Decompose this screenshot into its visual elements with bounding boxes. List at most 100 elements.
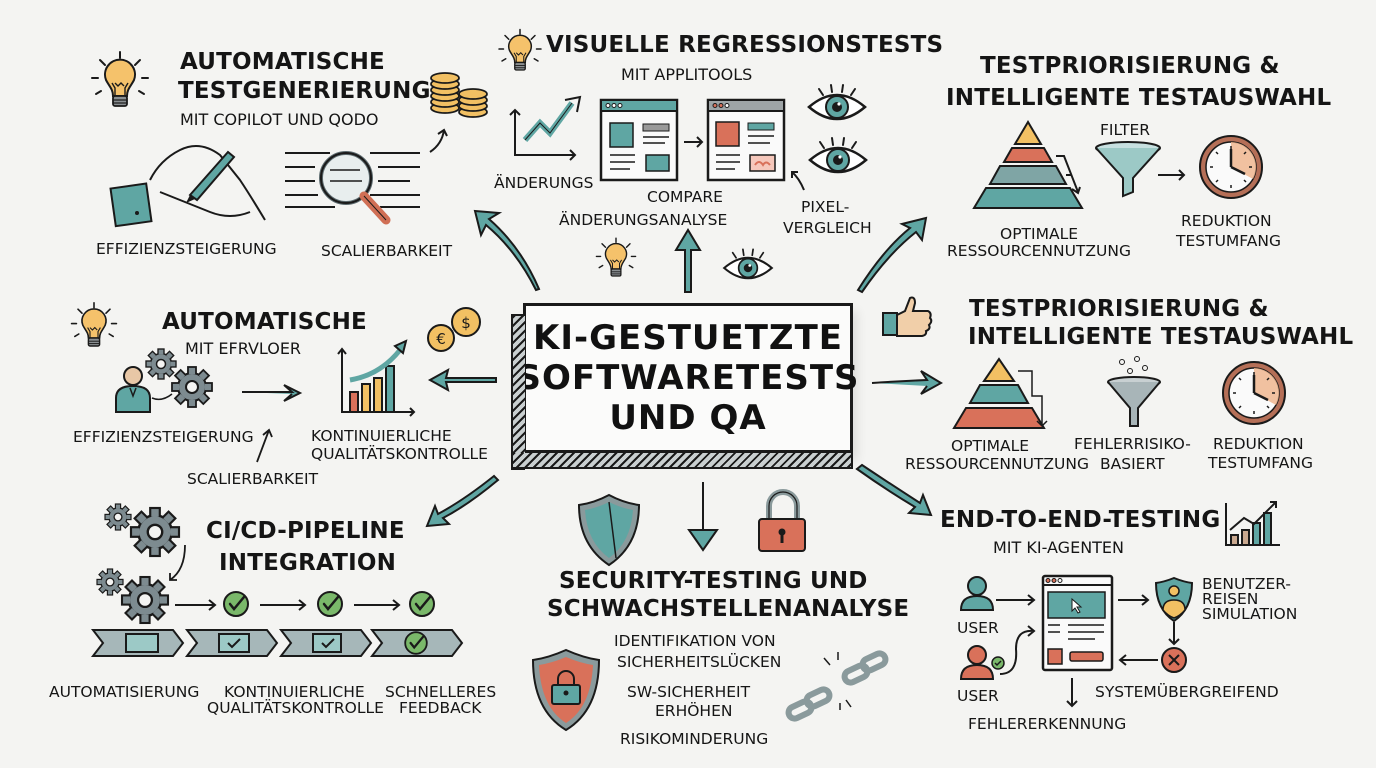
thumbs-up-icon bbox=[882, 296, 933, 337]
pipeline-arrow-icon bbox=[90, 629, 464, 657]
arrow-right-icon bbox=[996, 594, 1036, 606]
check-circle-icon bbox=[316, 590, 344, 618]
central-topic-box: KI-Gestuetzte Softwaretests und QA bbox=[511, 303, 859, 470]
funnel-icon bbox=[1107, 356, 1161, 427]
shield-user-icon bbox=[1154, 576, 1194, 623]
node-title-line: Schwachstellenanalyse bbox=[547, 596, 910, 622]
label-simulation: Simulation bbox=[1202, 605, 1298, 623]
label-error-risk: Fehlerrisiko- bbox=[1074, 435, 1191, 453]
label-security-gaps: Sicherheitslücken bbox=[617, 653, 782, 671]
node-subtitle: mit Copilot und Qodo bbox=[180, 110, 379, 129]
node-title-line: Testgenerierung bbox=[178, 78, 431, 104]
pyramid-icon bbox=[972, 120, 1084, 209]
node-title-line: Automatische bbox=[180, 49, 385, 75]
shield-lock-icon bbox=[531, 648, 601, 732]
arrow-right-icon bbox=[684, 136, 704, 148]
label-cross-system: Systemübergreifend bbox=[1095, 683, 1279, 701]
arrow-right-icon bbox=[242, 384, 303, 402]
lightbulb-icon bbox=[70, 302, 118, 347]
user-icon bbox=[115, 366, 151, 413]
central-topic-line: KI-Gestuetzte bbox=[532, 317, 844, 358]
node-title: End-to-End-Testing bbox=[940, 507, 1221, 533]
label-resources: Ressourcennutzung bbox=[905, 455, 1089, 473]
arrow-right-icon bbox=[871, 370, 944, 395]
node-title: Automatische bbox=[162, 309, 367, 335]
arrow-up-icon bbox=[429, 128, 448, 153]
label-journeys: reisen bbox=[1202, 590, 1259, 608]
user-icon bbox=[960, 576, 994, 611]
label-comparison: Vergleich bbox=[783, 219, 872, 237]
label-changes: Änderungs bbox=[494, 174, 594, 192]
gear-icon bbox=[129, 506, 181, 558]
label-scope: Testumfang bbox=[1208, 454, 1313, 472]
label-scalability: Scalierbarkeit bbox=[321, 242, 453, 260]
clock-icon bbox=[1198, 134, 1264, 200]
label-scope: Testumfang bbox=[1176, 232, 1281, 250]
label-increase: erhöhen bbox=[655, 702, 733, 720]
label-user: User bbox=[957, 687, 999, 705]
arrow-right-icon bbox=[1118, 594, 1150, 606]
browser-window-icon bbox=[1041, 574, 1114, 672]
label-resources: Ressourcennutzung bbox=[947, 242, 1131, 260]
arrow-to-testgen bbox=[473, 209, 541, 292]
label-automation: Automatisierung bbox=[49, 683, 200, 701]
label-quality-control: Qualitätskontrolle bbox=[311, 445, 488, 463]
arrow-icon bbox=[791, 171, 805, 191]
arrow-right-icon bbox=[1158, 169, 1186, 181]
label-user-journey: Benutzer- bbox=[1202, 575, 1291, 593]
label-quality-control: Qualitätskontrolle bbox=[207, 699, 384, 717]
node-subtitle: mit KI-Agenten bbox=[993, 538, 1125, 557]
trend-chart-icon bbox=[509, 95, 582, 161]
label-identification: Identifikation von bbox=[614, 632, 776, 650]
arrow-down-icon bbox=[1066, 678, 1078, 708]
eye-icon bbox=[807, 83, 867, 121]
label-compare: Compare bbox=[647, 188, 723, 206]
pyramid-icon bbox=[952, 357, 1048, 429]
gear-icon bbox=[145, 348, 177, 380]
label-user: User bbox=[957, 619, 999, 637]
label-change-analysis: Änderungsanalyse bbox=[559, 211, 728, 229]
node-subtitle: mit Efrvloer bbox=[185, 339, 302, 358]
gear-icon bbox=[171, 366, 213, 408]
check-circle-icon bbox=[222, 590, 250, 618]
check-circle-icon bbox=[408, 590, 436, 618]
browser-window-icon bbox=[706, 98, 786, 182]
label-reduction: Reduktion bbox=[1181, 212, 1272, 230]
label-pixel: Pixel- bbox=[801, 198, 850, 216]
check-circle-icon bbox=[404, 631, 428, 655]
lightbulb-icon bbox=[91, 51, 149, 107]
broken-chain-icon bbox=[785, 650, 889, 722]
arrow-to-auto-left bbox=[427, 368, 497, 392]
browser-window-icon bbox=[599, 98, 679, 182]
coins-icon bbox=[430, 72, 488, 118]
bar-chart-icon bbox=[337, 339, 416, 417]
gear-icon bbox=[104, 503, 132, 531]
node-title-line: Testpriorisierung & bbox=[969, 296, 1269, 322]
node-title-line: Testpriorisierung & bbox=[980, 53, 1280, 79]
funnel-icon bbox=[1095, 141, 1161, 197]
node-subtitle: mit Applitools bbox=[621, 65, 753, 84]
label-risk-reduction: Risikominderung bbox=[620, 730, 769, 748]
padlock-icon bbox=[758, 489, 806, 552]
hand-writing-icon bbox=[109, 145, 266, 228]
node-title-line: Integration bbox=[219, 550, 397, 576]
arrow-icon bbox=[256, 428, 273, 463]
arrow-left-icon bbox=[1118, 654, 1158, 666]
label-reduction: Reduktion bbox=[1213, 435, 1304, 453]
label-continuous: Kontinuierliche bbox=[224, 683, 365, 701]
central-topic-line: Softwaretests bbox=[516, 357, 860, 398]
user-icon bbox=[960, 645, 994, 680]
label-filter: Filter bbox=[1100, 121, 1151, 139]
label-error-detection: Fehlererkennung bbox=[968, 715, 1127, 733]
eye-icon bbox=[723, 248, 773, 280]
label-based: basiert bbox=[1100, 455, 1165, 473]
magnifier-icon bbox=[285, 151, 420, 225]
shield-icon bbox=[577, 493, 641, 567]
error-x-icon bbox=[1161, 647, 1187, 673]
svg-text:€: € bbox=[436, 330, 446, 348]
arrow-down-icon bbox=[1168, 622, 1180, 646]
coins-icon: € $ bbox=[427, 307, 481, 352]
label-scalability: Scalierbarkeit bbox=[187, 470, 319, 488]
gear-icon bbox=[120, 575, 170, 625]
lightbulb-icon bbox=[595, 237, 637, 277]
